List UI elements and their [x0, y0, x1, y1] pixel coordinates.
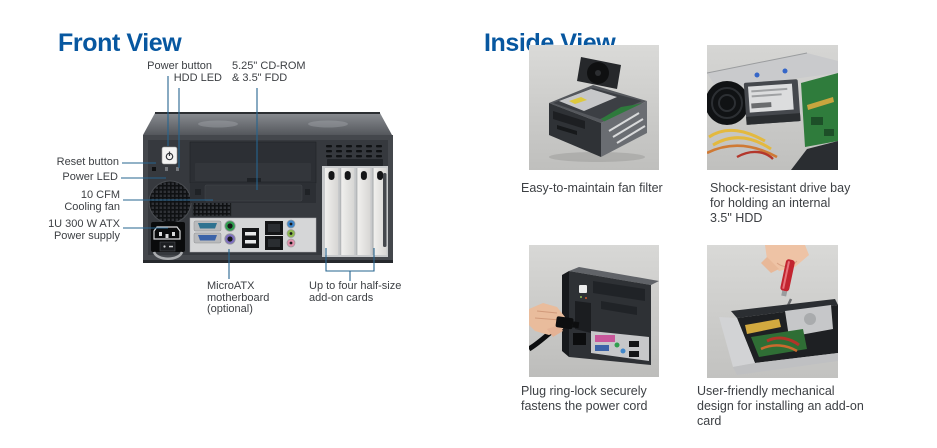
reset-button — [152, 167, 156, 171]
io-panel — [189, 217, 317, 253]
rear-vent-slots — [326, 145, 383, 166]
hand — [529, 303, 565, 337]
callout-power-led: Power LED — [62, 171, 118, 183]
usb-ports — [242, 228, 259, 248]
cables — [707, 128, 778, 160]
power-button — [161, 146, 178, 165]
hdd-led — [176, 167, 179, 171]
ps2-ports — [224, 220, 236, 245]
callout-cooling-fan: 10 CFM Cooling fan — [64, 189, 120, 213]
caption-fan-filter: Easy-to-maintain fan filter — [521, 181, 663, 195]
front-view-title: Front View — [58, 28, 182, 57]
power-led — [165, 167, 168, 171]
cooling-fan-grille — [148, 180, 192, 224]
callout-addon-cards: Up to four half-size add-on cards — [309, 280, 402, 304]
front-chassis-illustration — [143, 112, 393, 263]
serial-port — [193, 220, 222, 232]
case-fan — [707, 81, 749, 125]
chassis-top — [143, 113, 392, 135]
callout-drive-bays: 5.25" CD-ROM & 3.5" FDD — [232, 60, 306, 84]
cdrom-drive — [593, 281, 645, 301]
hand — [761, 245, 809, 273]
vga-port — [193, 232, 222, 244]
ethernet-ports — [265, 221, 283, 250]
audio-jacks — [286, 219, 296, 248]
power-icon — [165, 151, 174, 161]
io-panel — [591, 331, 649, 361]
open-chassis — [719, 299, 838, 375]
photo-drive-bay — [707, 45, 838, 170]
caption-power-cord: Plug ring-lock securely fastens the powe… — [521, 384, 648, 413]
cord-retainer-handle — [152, 251, 184, 260]
photo-fan-filter — [529, 45, 659, 170]
power-plug — [555, 316, 580, 330]
motherboard — [801, 73, 838, 147]
callout-power-supply: 1U 300 W ATX Power supply — [48, 218, 120, 242]
addon-card — [745, 319, 781, 334]
power-supply-unit — [559, 89, 617, 111]
callout-power-button: Power button — [147, 60, 212, 72]
callout-motherboard: MicroATX motherboard (optional) — [207, 280, 270, 315]
power-inlet — [151, 222, 185, 260]
expansion-slot-covers — [322, 166, 388, 257]
photo-addon-card — [707, 245, 838, 378]
hard-disk-drive — [743, 79, 801, 125]
callout-hdd-led: HDD LED — [173, 72, 222, 84]
power-rocker-switch — [159, 241, 176, 252]
fan-filter-panel — [577, 57, 621, 89]
drive-bays — [189, 141, 317, 203]
caption-drive-bay: Shock-resistant drive bay for holding an… — [710, 181, 851, 225]
power-inlet — [573, 333, 586, 345]
floppy-drive — [601, 301, 637, 315]
caption-addon-card: User-friendly mechanical design for inst… — [697, 384, 864, 428]
callout-reset-button: Reset button — [56, 156, 119, 168]
photo-power-cord — [529, 245, 659, 377]
